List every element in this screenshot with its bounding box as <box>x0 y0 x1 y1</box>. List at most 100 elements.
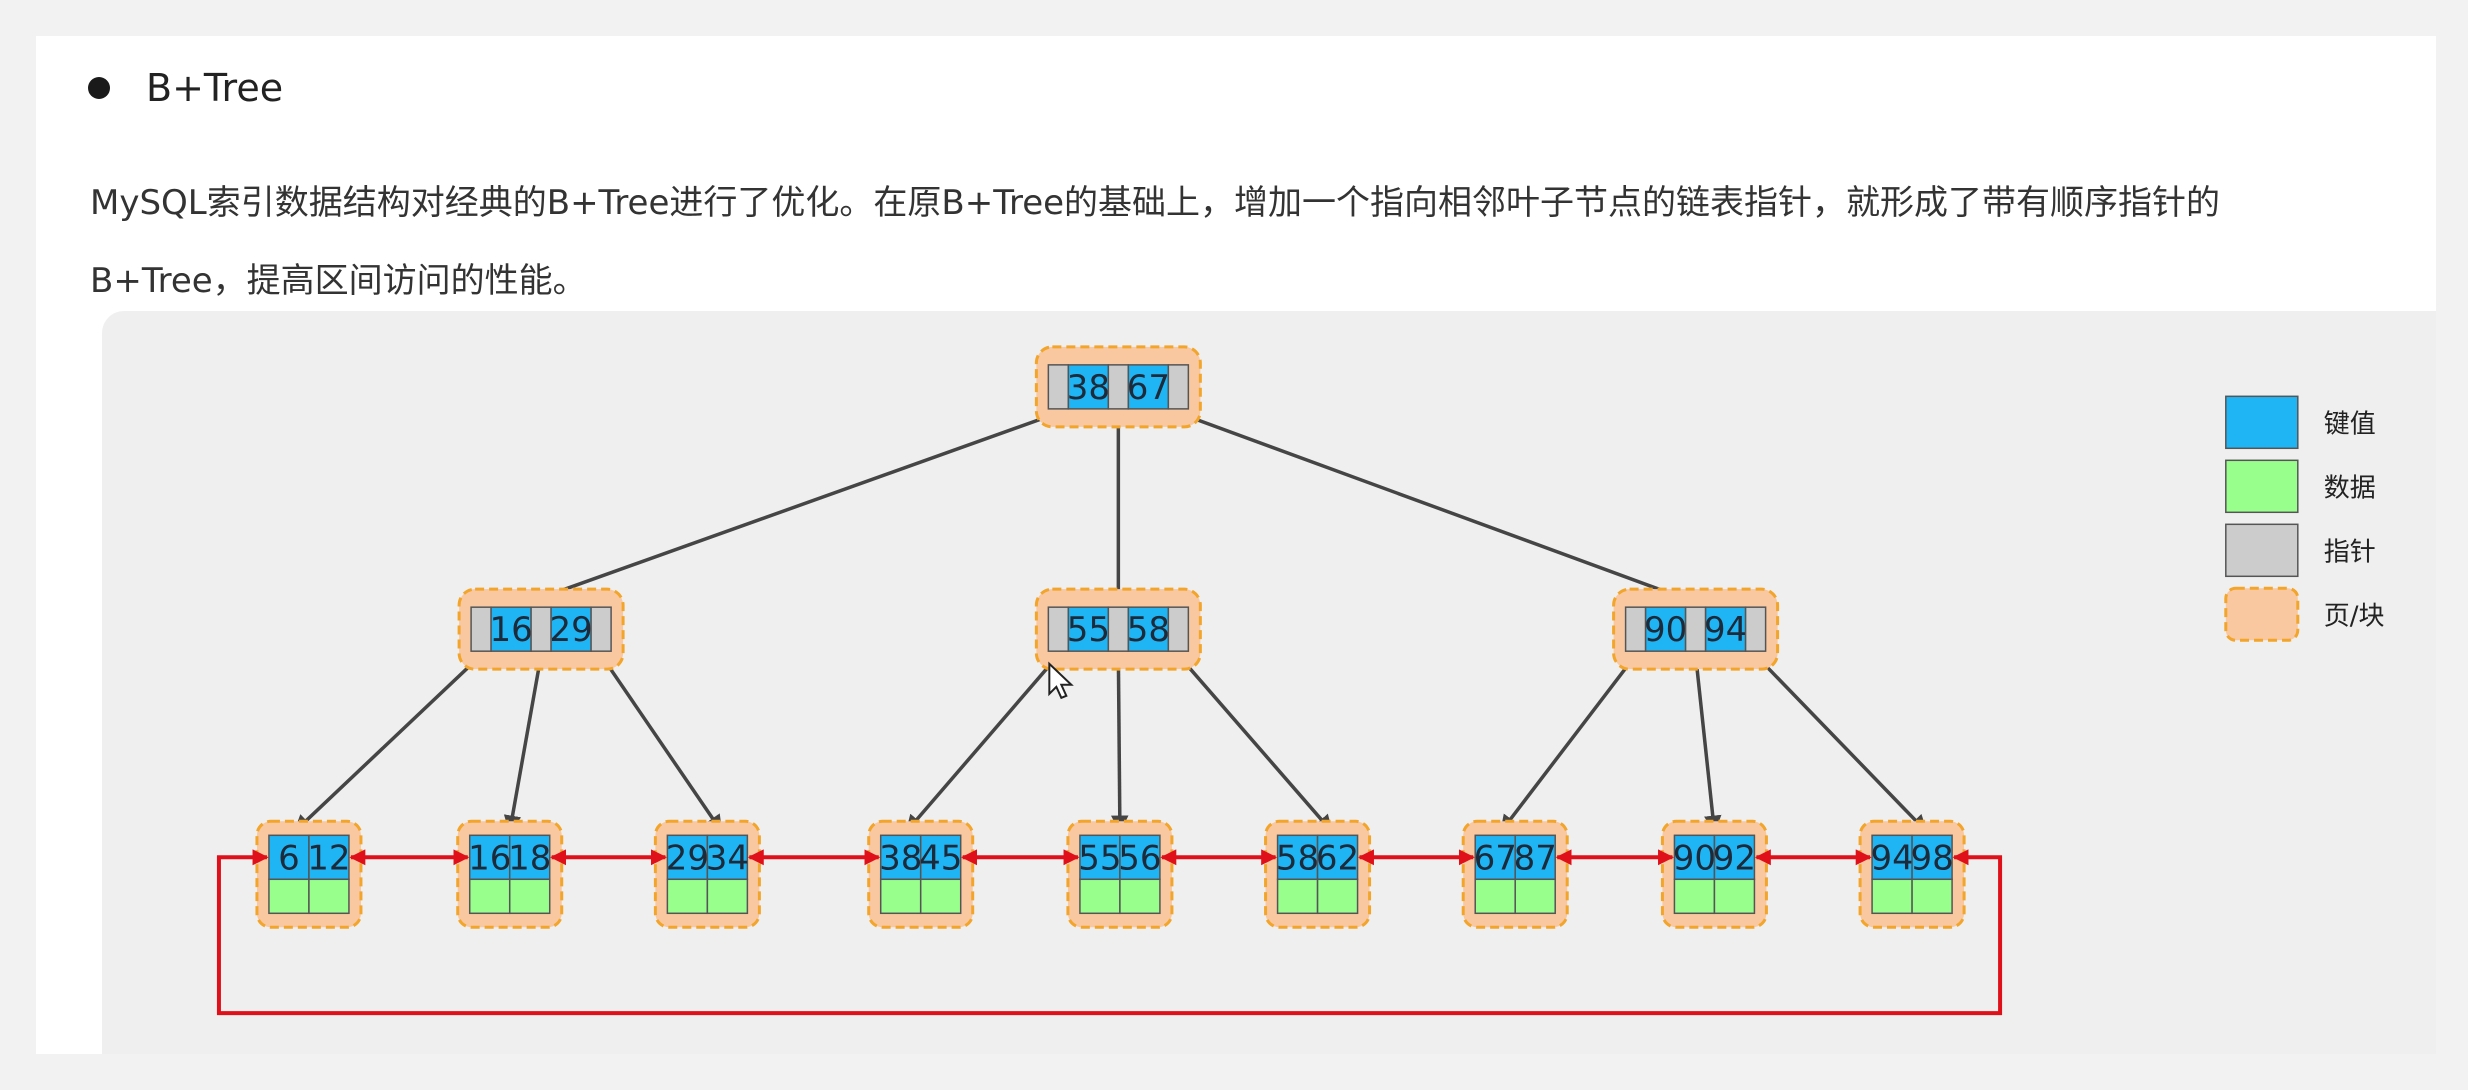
key-label: 12 <box>307 838 350 878</box>
data-cell <box>919 878 962 915</box>
section-heading: B+Tree <box>88 64 283 112</box>
heading-text: B+Tree <box>146 66 284 110</box>
tree-edge-internal-3-1 <box>1499 654 1637 833</box>
key-label: 87 <box>1514 838 1557 878</box>
legend-swatch-4 <box>2224 586 2300 642</box>
legend-label-2: 数据 <box>2324 473 2376 503</box>
data-cell <box>1119 878 1161 915</box>
key-cell <box>1127 606 1170 652</box>
key-label: 62 <box>1316 838 1359 878</box>
key-label: 92 <box>1713 838 1756 878</box>
key-label: 18 <box>508 838 551 878</box>
tree-edge-root-3 <box>1177 411 1705 608</box>
pointer-cell <box>1107 364 1130 410</box>
key-label: 67 <box>1127 368 1170 408</box>
key-label: 38 <box>879 838 922 878</box>
tree-edge-internal-2-1 <box>905 654 1060 833</box>
key-label: 90 <box>1673 838 1716 878</box>
leaf-link-layer <box>216 849 2003 1016</box>
tree-edge-internal-3-2 <box>1693 654 1722 834</box>
tree-edge-internal-2-3 <box>1177 654 1333 833</box>
key-label: 67 <box>1474 838 1517 878</box>
data-cell <box>1474 878 1516 915</box>
key-label: 6 <box>278 838 300 878</box>
tree-edge-internal-2-2 <box>1111 655 1129 834</box>
data-cell <box>879 878 922 915</box>
internal-node-3: 90 94 <box>1612 587 1780 671</box>
key-label: 45 <box>919 838 962 878</box>
diagram-panel <box>102 311 2436 1054</box>
legend-label-1: 键值 <box>2324 409 2376 439</box>
pointer-cell <box>1107 606 1130 652</box>
data-cell <box>1316 878 1359 915</box>
key-label: 58 <box>1276 838 1319 878</box>
tree-edge-internal-1-2 <box>503 654 543 834</box>
key-label: 16 <box>468 838 511 878</box>
data-cell <box>308 878 350 915</box>
data-cell <box>1514 878 1556 915</box>
bullet-icon <box>88 77 110 99</box>
key-label: 29 <box>666 838 709 878</box>
data-cell <box>1911 878 1953 915</box>
pointer-cell <box>1624 606 1647 652</box>
legend-swatch-2 <box>2225 459 2299 514</box>
edge-layer <box>293 411 1928 834</box>
pointer-cell <box>1167 364 1190 410</box>
pointer-cell <box>470 606 492 652</box>
key-label: 29 <box>549 610 592 650</box>
mouse-cursor-icon <box>1048 661 1074 700</box>
key-label: 16 <box>489 610 532 650</box>
key-cell <box>1644 606 1687 652</box>
data-cell <box>468 878 511 915</box>
tree-edge-internal-3-3 <box>1754 653 1928 833</box>
key-label: 55 <box>1067 610 1110 650</box>
key-label: 94 <box>1704 610 1747 650</box>
pointer-cell <box>530 606 552 652</box>
content-card: B+Tree MySQL索引数据结构对经典的B+Tree进行了优化。在原B+Tr… <box>36 36 2436 1054</box>
key-cell <box>490 606 532 652</box>
tree-edge-root-1 <box>518 411 1059 609</box>
tree-edge-internal-1-3 <box>599 654 723 833</box>
key-label: 58 <box>1127 610 1170 650</box>
data-cell <box>706 878 749 915</box>
legend-label-4: 页/块 <box>2324 601 2385 631</box>
data-cell <box>1673 878 1716 915</box>
root-node: 38 67 <box>1034 345 1202 429</box>
key-cell <box>1127 364 1170 410</box>
data-cell <box>1276 878 1319 915</box>
pointer-cell <box>1047 606 1070 652</box>
internal-node-2: 55 58 <box>1034 587 1202 671</box>
key-label: 98 <box>1910 838 1953 878</box>
pointer-cell <box>1684 606 1707 652</box>
pointer-cell <box>590 606 612 652</box>
data-cell <box>508 878 551 915</box>
pointer-cell <box>1047 364 1070 410</box>
key-label: 56 <box>1118 838 1161 878</box>
legend-label-3: 指针 <box>2324 537 2376 567</box>
legend-swatch-1 <box>2225 395 2299 450</box>
key-label: 94 <box>1870 838 1913 878</box>
data-cell <box>1871 878 1913 915</box>
description-paragraph: MySQL索引数据结构对经典的B+Tree进行了优化。在原B+Tree的基础上，… <box>90 183 2221 301</box>
key-label: 38 <box>1067 368 1110 408</box>
key-label: 90 <box>1644 610 1687 650</box>
data-cell <box>268 878 310 915</box>
data-cell <box>1713 878 1756 915</box>
key-label: 34 <box>706 838 749 878</box>
key-cell <box>1067 364 1110 410</box>
pointer-cell <box>1167 606 1190 652</box>
leaf-wrap-link <box>216 849 2003 1016</box>
